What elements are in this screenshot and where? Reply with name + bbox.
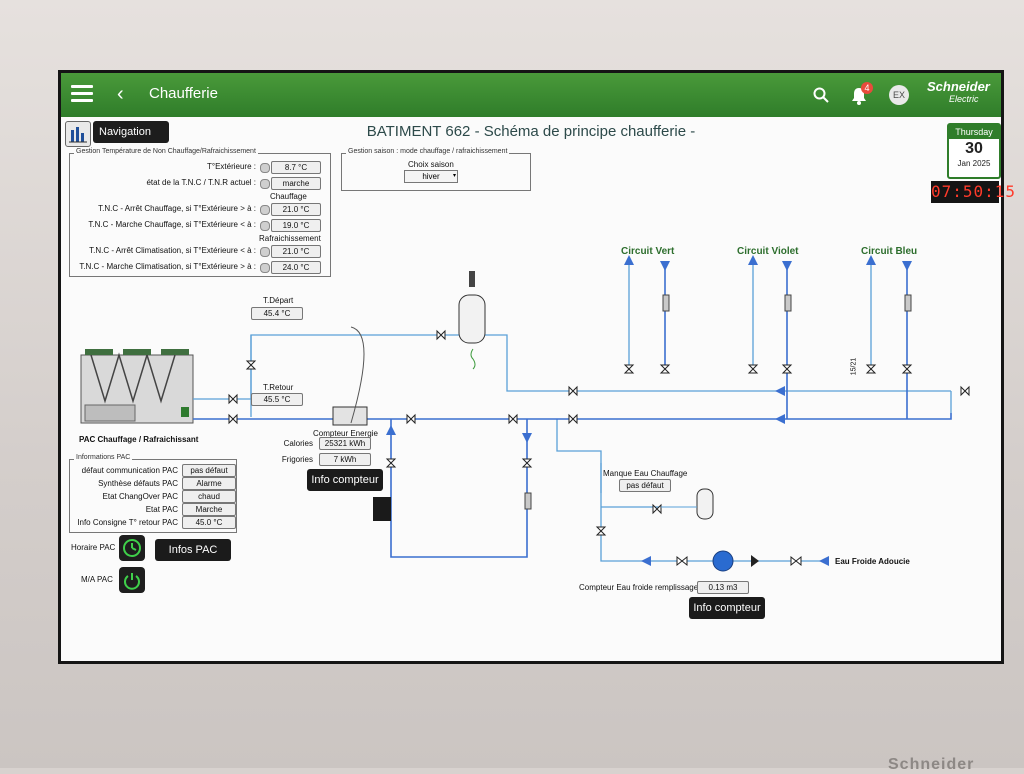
horaire-pac-label: Horaire PAC: [71, 543, 116, 552]
date-day: 30: [965, 140, 983, 157]
t-depart-value: 45.4 °C: [251, 307, 303, 320]
etat-label: état de la T.N.C / T.N.R actuel :: [146, 178, 256, 187]
panel-legend: Informations PAC: [74, 454, 133, 461]
circuit-violet-title: Circuit Violet: [737, 246, 799, 257]
chauffage-heading: Chauffage: [270, 192, 307, 201]
status-dot: [260, 205, 270, 215]
rafraich-heading: Rafraichissement: [259, 234, 321, 243]
status-dot: [260, 247, 270, 257]
manque-eau-label: Manque Eau Chauffage: [603, 469, 688, 478]
brand-logo: Schneider Electric: [927, 79, 990, 105]
choix-saison-select[interactable]: hiver ▾: [404, 170, 458, 183]
gestion-temperature-panel: Gestion Température de Non Chauffage/Raf…: [69, 148, 331, 277]
arret-chauffage-value[interactable]: 21.0 °C: [271, 203, 321, 216]
arret-chauffage-label: T.N.C - Arrêt Chauffage, si T°Extérieure…: [98, 204, 256, 213]
gestion-saison-panel: Gestion saison : mode chauffage / rafrai…: [341, 148, 531, 191]
power-icon[interactable]: [119, 567, 145, 593]
hydraulic-diagram: [80, 255, 970, 572]
frigories-label: Frigories: [281, 455, 313, 464]
circuit-tag: 15/21: [850, 357, 858, 376]
hamburger-menu-icon[interactable]: [71, 85, 93, 103]
frigories-value: 7 kWh: [319, 453, 371, 466]
status-dot: [260, 179, 270, 189]
info-compteur-eau-button[interactable]: Info compteur: [689, 597, 765, 619]
hmi-screen: ‹ Chaufferie 4 EX Schneider Electric Nav…: [58, 70, 1017, 664]
date-weekday: Thursday: [949, 125, 999, 139]
date-month-year: Jan 2025: [957, 159, 991, 168]
arret-clim-value[interactable]: 21.0 °C: [271, 245, 321, 258]
info-row-label: Etat PAC: [145, 505, 178, 514]
t-retour-label: T.Retour: [263, 383, 294, 392]
etat-value: marche: [271, 177, 321, 190]
back-chevron-icon[interactable]: ‹: [117, 83, 124, 105]
choix-saison-value: hiver: [422, 172, 440, 181]
t-ext-label: T°Extérieure :: [207, 162, 256, 171]
info-row-label: défaut communication PAC: [81, 466, 178, 475]
eau-froide-label: Eau Froide Adoucie: [835, 557, 910, 566]
dropdown-arrow-icon: ▾: [452, 173, 456, 179]
energy-meter-drawing: [332, 406, 368, 426]
clock-icon[interactable]: [119, 535, 145, 561]
calories-value: 25321 kWh: [319, 437, 371, 450]
calories-label: Calories: [283, 439, 313, 448]
info-row-label: Etat ChangOver PAC: [102, 492, 178, 501]
status-dot: [260, 221, 270, 231]
panel-legend: Gestion Température de Non Chauffage/Raf…: [74, 148, 258, 155]
top-bar: ‹ Chaufferie 4 EX Schneider Electric: [61, 73, 1001, 117]
status-dot: [260, 163, 270, 173]
infos-pac-button[interactable]: Infos PAC: [155, 539, 231, 561]
circuit-vert-title: Circuit Vert: [621, 246, 675, 257]
info-compteur-energie-button[interactable]: Info compteur: [307, 469, 383, 491]
arret-clim-label: T.N.C - Arrêt Climatisation, si T°Extéri…: [89, 246, 256, 255]
expansion-vessel-drawing: [458, 271, 486, 370]
status-dot: [260, 263, 270, 273]
info-row-value: Marche: [182, 503, 236, 516]
pac-label: PAC Chauffage / Rafraichissant: [79, 435, 199, 444]
info-row-label: Synthèse défauts PAC: [98, 479, 178, 488]
bar-chart-icon[interactable]: [65, 121, 91, 147]
marche-clim-label: T.N.C - Marche Climatisation, si T°Extér…: [79, 262, 256, 271]
compteur-eau-value: 0.13 m3: [697, 581, 749, 594]
manque-eau-value: pas défaut: [619, 479, 671, 492]
compteur-energie-label: Compteur Energie: [313, 429, 378, 438]
date-widget: Thursday 30 Jan 2025: [947, 123, 1001, 179]
navigation-button[interactable]: Navigation: [93, 121, 169, 143]
info-row-value: pas défaut: [182, 464, 236, 477]
marche-chauffage-label: T.N.C - Marche Chauffage, si T°Extérieur…: [88, 220, 256, 229]
info-row-value: Alarme: [182, 477, 236, 490]
brand-subname: Electric: [949, 94, 979, 104]
compteur-eau-label: Compteur Eau froide remplissage: [579, 583, 699, 592]
brand-name: Schneider: [927, 79, 990, 94]
panel-legend: Gestion saison : mode chauffage / rafrai…: [346, 148, 510, 155]
pac-unit-drawing: [80, 349, 194, 424]
info-row-value: 45.0 °C: [182, 516, 236, 529]
info-row-value: chaud: [182, 490, 236, 503]
info-row-label: Info Consigne T° retour PAC: [77, 518, 178, 527]
marche-clim-value[interactable]: 24.0 °C: [271, 261, 321, 274]
ma-pac-label: M/A PAC: [81, 575, 113, 584]
page-title: BATIMENT 662 - Schéma de principe chauff…: [366, 123, 696, 140]
app-title: Chaufferie: [149, 85, 218, 102]
informations-pac-panel: Informations PAC défaut communication PA…: [69, 454, 237, 533]
bezel-brand-logo: Schneider: [888, 756, 975, 773]
t-retour-value: 45.5 °C: [251, 393, 303, 406]
marche-chauffage-value[interactable]: 19.0 °C: [271, 219, 321, 232]
t-depart-label: T.Départ: [263, 296, 294, 305]
t-ext-value: 8.7 °C: [271, 161, 321, 174]
choix-saison-label: Choix saison: [408, 160, 454, 169]
circuit-bleu-title: Circuit Bleu: [861, 246, 918, 257]
notification-badge: 4: [861, 82, 873, 94]
search-icon[interactable]: [813, 87, 829, 103]
user-avatar[interactable]: EX: [889, 85, 909, 105]
digital-clock: 07:50:15: [931, 181, 1017, 203]
